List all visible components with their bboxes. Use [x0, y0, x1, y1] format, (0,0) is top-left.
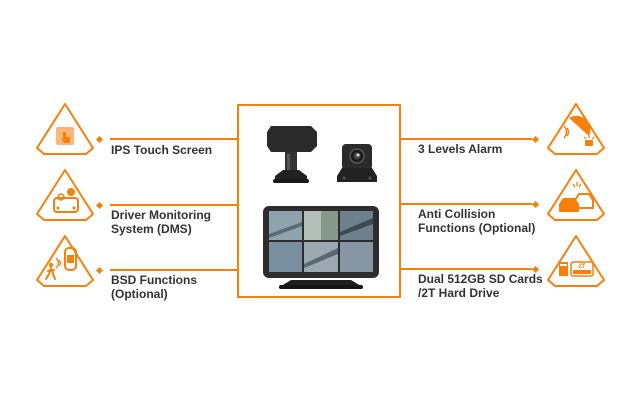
connector-line: [110, 269, 237, 271]
feature-label-dms: Driver Monitoring System (DMS): [111, 208, 212, 236]
connector-line: [401, 268, 532, 270]
product-frame: [237, 104, 401, 298]
connector-line: [110, 138, 237, 140]
blind-spot-detection-icon: [34, 234, 96, 288]
connector-dot: [531, 135, 540, 144]
storage-icon: 2T: [545, 234, 607, 288]
anti-collision-icon: [545, 168, 607, 222]
connector-line: [110, 204, 237, 206]
touch-screen-icon: [34, 102, 96, 156]
connector-line: [401, 203, 532, 205]
dms-camera-image: [267, 126, 317, 183]
connector-dot: [95, 266, 104, 275]
connector-dot: [95, 135, 104, 144]
driver-monitoring-icon: [34, 168, 96, 222]
side-camera-image: [337, 144, 377, 182]
feature-label-anti-collision: Anti Collision Functions (Optional): [418, 207, 536, 235]
feature-label-bsd: BSD Functions (Optional): [111, 273, 197, 301]
monitor-image: [263, 206, 379, 289]
connector-line: [401, 138, 532, 140]
svg-text:2T: 2T: [578, 264, 585, 270]
feature-label-ips-touch-screen: IPS Touch Screen: [111, 143, 213, 157]
feature-label-storage: Dual 512GB SD Cards /2T Hard Drive: [418, 272, 543, 300]
alarm-icon: [545, 102, 607, 156]
feature-label-3-levels-alarm: 3 Levels Alarm: [418, 142, 503, 156]
connector-dot: [95, 201, 104, 210]
